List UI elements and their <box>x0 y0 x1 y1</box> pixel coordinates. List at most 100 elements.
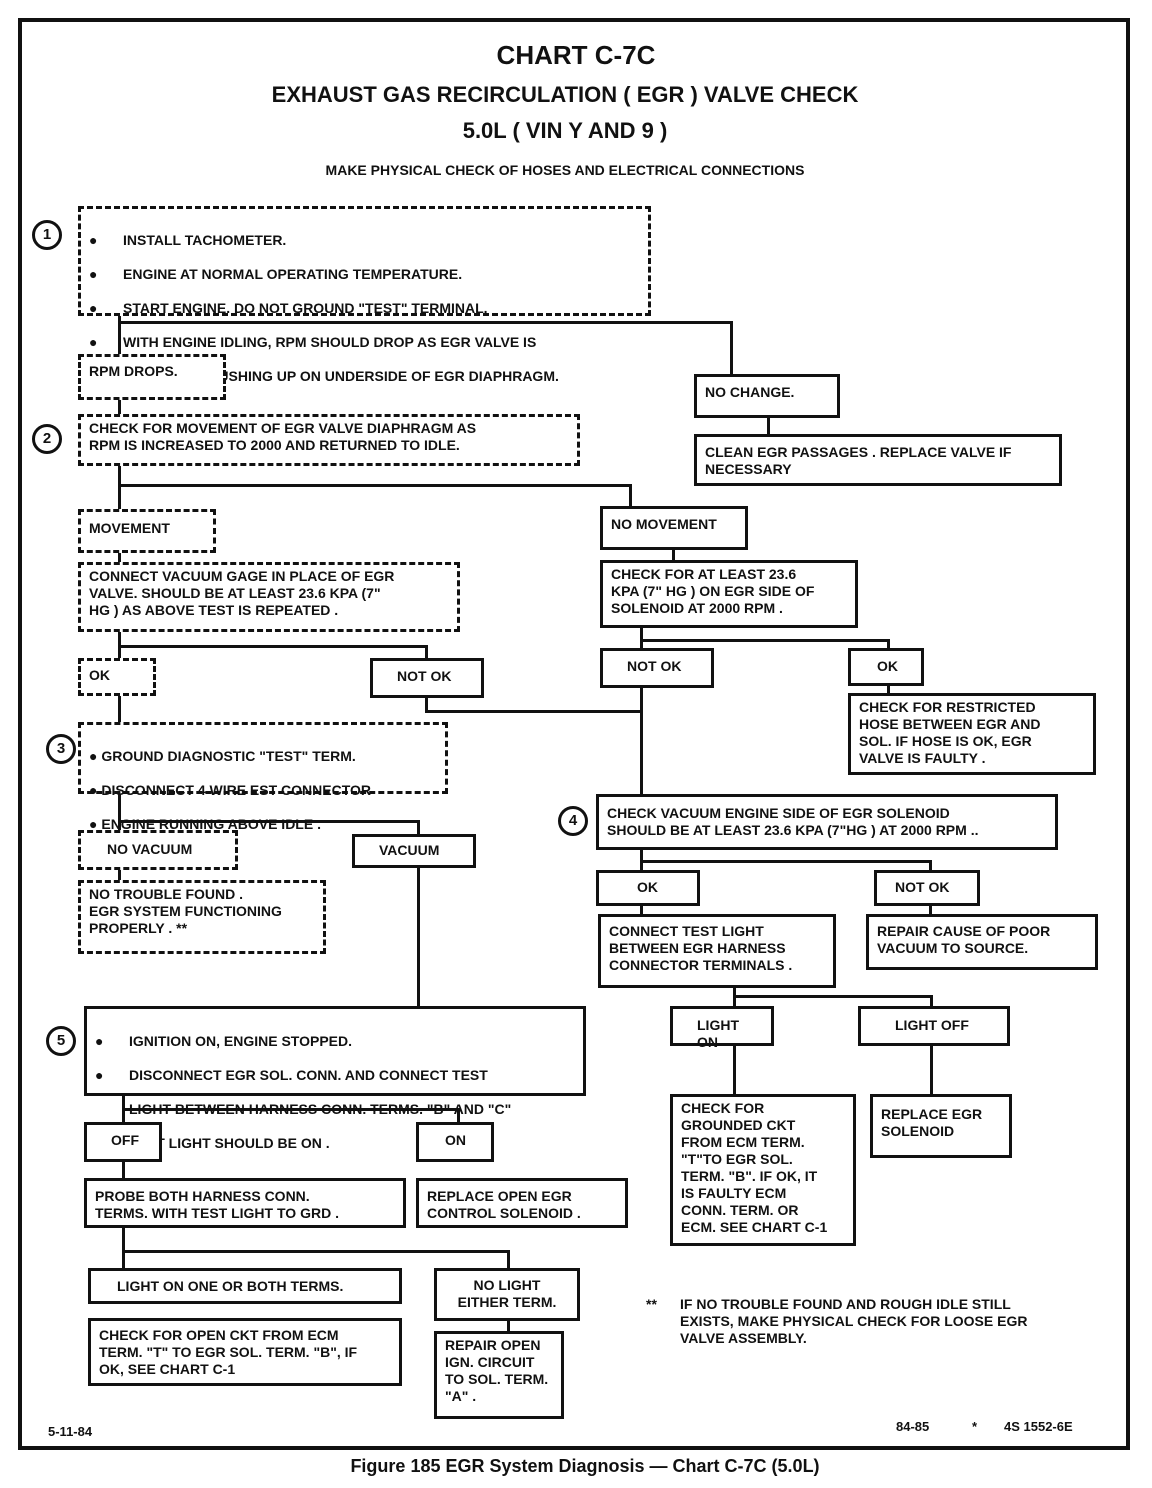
step-5-box: ●IGNITION ON, ENGINE STOPPED. ●DISCONNEC… <box>84 1006 586 1151</box>
ok-box: OK <box>596 870 700 906</box>
connector <box>887 684 890 695</box>
footer-star: * <box>972 1419 978 1434</box>
step-1-box: ●INSTALL TACHOMETER. ●ENGINE AT NORMAL O… <box>78 206 651 384</box>
no-light-box: NO LIGHT EITHER TERM. <box>434 1268 580 1321</box>
connector <box>118 645 428 648</box>
no-change-box: NO CHANGE. <box>694 374 840 418</box>
connector <box>930 1044 933 1096</box>
connector <box>122 1227 125 1269</box>
connector <box>929 904 932 916</box>
step-5-line: ●IGNITION ON, ENGINE STOPPED. <box>95 1033 352 1049</box>
step-5-line: LIGHT BETWEEN HARNESS CONN. TERMS. "B" A… <box>129 1101 512 1117</box>
connector <box>507 1319 510 1333</box>
check-23-6-box: CHECK FOR AT LEAST 23.6 KPa (7" HG ) ON … <box>600 560 858 628</box>
connector <box>425 710 643 713</box>
step-3-line: ● ENGINE RUNNING ABOVE IDLE . <box>89 816 321 832</box>
chart-frame <box>18 18 1130 1450</box>
open-ckt-box: CHECK FOR OPEN CKT FROM ECM TERM. "T" TO… <box>88 1318 402 1386</box>
note-stars: ** <box>646 1296 657 1312</box>
no-trouble-box: NO TROUBLE FOUND . EGR SYSTEM FUNCTIONIN… <box>78 880 326 954</box>
connector <box>122 1250 510 1253</box>
footer-code: 4S 1552-6E <box>1004 1419 1073 1434</box>
connector <box>929 860 932 872</box>
chart-title: CHART C-7C <box>496 40 656 70</box>
connector <box>640 639 890 642</box>
connector <box>457 1108 460 1124</box>
connector <box>640 860 932 863</box>
step-5-marker: 5 <box>46 1026 76 1056</box>
connector <box>733 1044 736 1096</box>
light-on-one-box: LIGHT ON ONE OR BOTH TERMS. <box>88 1268 402 1304</box>
not-ok-box: NOT OK <box>874 870 980 906</box>
connector <box>122 1108 460 1111</box>
connector <box>118 792 121 832</box>
engine-label: 5.0L ( VIN Y AND 9 ) <box>462 118 668 143</box>
rpm-drops-box: RPM DROPS. <box>78 354 226 400</box>
step-3-marker: 3 <box>46 734 76 764</box>
footer-year: 84-85 <box>896 1419 930 1434</box>
connector <box>118 868 121 880</box>
connector <box>118 464 121 510</box>
connector <box>733 995 933 998</box>
step-1-marker: 1 <box>32 220 62 250</box>
connector <box>887 639 890 650</box>
off-box: OFF <box>84 1122 162 1162</box>
connector <box>640 848 643 872</box>
ok-box: OK <box>78 658 156 696</box>
step-1-line: ●START ENGINE. DO NOT GROUND "TEST" TERM… <box>89 300 488 316</box>
connector <box>930 995 933 1008</box>
repair-open-ign-box: REPAIR OPEN IGN. CIRCUIT TO SOL. TERM. "… <box>434 1331 564 1419</box>
replace-open-egr-box: REPLACE OPEN EGR CONTROL SOLENOID . <box>416 1178 628 1228</box>
step-3-line: ● DISCONNECT 4 WIRE EST CONNECTOR <box>89 782 372 798</box>
connector <box>118 551 121 563</box>
connector <box>672 548 675 561</box>
connector <box>425 645 428 660</box>
connector <box>629 484 632 508</box>
connect-gage-box: CONNECT VACUUM GAGE IN PLACE OF EGR VALV… <box>78 562 460 632</box>
step-1-line: ●INSTALL TACHOMETER. <box>89 232 287 248</box>
on-box: ON <box>416 1122 494 1162</box>
no-vacuum-box: NO VACUUM <box>78 830 238 870</box>
light-on-box: LIGHT ON <box>670 1006 774 1050</box>
step-1-line: ●ENGINE AT NORMAL OPERATING TEMPERATURE. <box>89 266 463 282</box>
step-2-marker: 2 <box>32 424 62 454</box>
step-4-box: CHECK VACUUM ENGINE SIDE OF EGR SOLENOID… <box>596 794 1058 850</box>
connector <box>640 686 643 796</box>
connector <box>507 1250 510 1268</box>
replace-egr-solenoid-box: REPLACE EGR SOLENOID <box>870 1094 1012 1158</box>
movement-box: MOVEMENT <box>78 509 216 553</box>
not-ok-box: NOT OK <box>600 648 714 688</box>
restricted-hose-box: CHECK FOR RESTRICTED HOSE BETWEEN EGR AN… <box>848 693 1096 775</box>
connector <box>767 418 770 434</box>
step-4-marker: 4 <box>558 806 588 836</box>
connector <box>640 625 643 650</box>
step-5-line: ●TEST LIGHT SHOULD BE ON . <box>95 1135 330 1151</box>
connector <box>118 630 121 660</box>
step-3-box: ● GROUND DIAGNOSTIC "TEST" TERM. ● DISCO… <box>78 722 448 832</box>
note-text: IF NO TROUBLE FOUND AND ROUGH IDLE STILL… <box>680 1296 1028 1346</box>
light-off-box: LIGHT OFF <box>858 1006 1010 1046</box>
connector <box>122 1094 125 1124</box>
footer-date: 5-11-84 <box>48 1424 93 1439</box>
chart-subtitle: EXHAUST GAS RECIRCULATION ( EGR ) VALVE … <box>271 82 859 107</box>
connector <box>730 321 733 375</box>
ok-box: OK <box>848 648 924 686</box>
connector <box>118 398 121 414</box>
connector <box>118 820 420 823</box>
connector <box>417 866 420 1006</box>
instruction-line: MAKE PHYSICAL CHECK OF HOSES AND ELECTRI… <box>325 162 805 178</box>
connector <box>122 1160 125 1178</box>
connector <box>417 820 420 836</box>
connector <box>733 986 736 1008</box>
step-5-line: ●DISCONNECT EGR SOL. CONN. AND CONNECT T… <box>95 1067 488 1083</box>
not-ok-box: NOT OK <box>370 658 484 698</box>
repair-poor-vacuum-box: REPAIR CAUSE OF POOR VACUUM TO SOURCE. <box>866 914 1098 970</box>
clean-egr-box: CLEAN EGR PASSAGES . REPLACE VALVE IF NE… <box>694 434 1062 486</box>
connector <box>425 697 428 711</box>
vacuum-box: VACUUM <box>352 834 476 868</box>
no-movement-box: NO MOVEMENT <box>600 506 748 550</box>
step-3-line: ● GROUND DIAGNOSTIC "TEST" TERM. <box>89 748 356 764</box>
connect-test-light-box: CONNECT TEST LIGHT BETWEEN EGR HARNESS C… <box>598 914 836 988</box>
step-1-line: ●WITH ENGINE IDLING, RPM SHOULD DROP AS … <box>89 334 537 350</box>
figure-caption: Figure 185 EGR System Diagnosis — Chart … <box>350 1456 820 1476</box>
